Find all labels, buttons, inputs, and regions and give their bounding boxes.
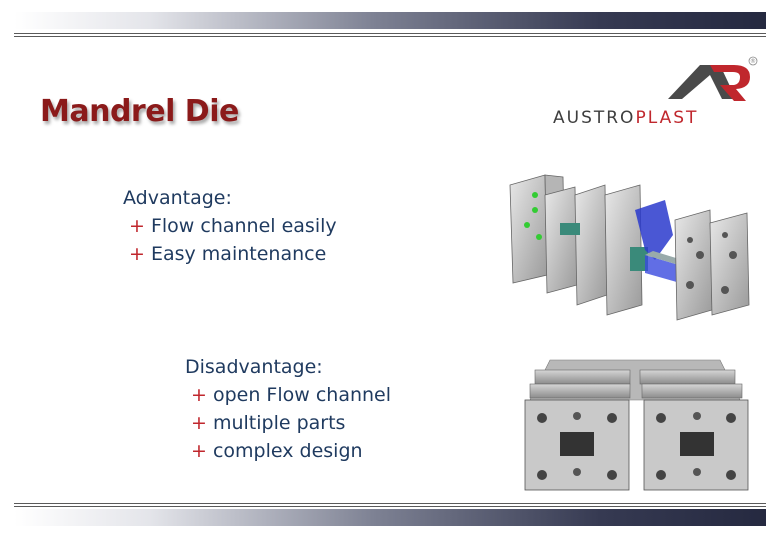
slide-title: Mandrel Die <box>40 94 239 129</box>
disadvantage-item-text: open Flow channel <box>212 384 392 406</box>
advantage-item-text: Flow channel easily <box>150 215 337 237</box>
top-rule-2 <box>14 36 766 37</box>
disadvantage-item: + multiple parts <box>191 412 391 434</box>
disadvantage-heading: Disadvantage: <box>185 356 323 378</box>
bullet-plus: + <box>129 243 145 265</box>
disadvantage-item: + open Flow channel <box>191 384 391 406</box>
disadvantage-item: + complex design <box>191 440 391 462</box>
advantage-block: Advantage: + Flow channel easily + Easy … <box>123 187 337 271</box>
brand-wordmark: AUSTROPLAST <box>553 108 698 128</box>
austroplast-logo: ® <box>668 56 758 101</box>
bottom-rule-1 <box>14 503 766 504</box>
disadvantage-item-text: multiple parts <box>212 412 346 434</box>
advantage-item: + Flow channel easily <box>129 215 337 237</box>
assembled-dies-image <box>524 359 749 491</box>
bullet-plus: + <box>129 215 145 237</box>
disadvantage-item-text: complex design <box>212 440 363 462</box>
registered-mark: ® <box>750 58 756 65</box>
top-decor-band <box>14 12 766 29</box>
bottom-rule-2 <box>14 506 766 507</box>
brand-part-1: AUSTRO <box>553 108 636 128</box>
bullet-plus: + <box>191 412 207 434</box>
bullet-plus: + <box>191 384 207 406</box>
brand-part-2: PLAST <box>635 108 699 128</box>
disadvantage-block: Disadvantage: + open Flow channel + mult… <box>185 356 391 468</box>
bullet-plus: + <box>191 440 207 462</box>
advantage-item: + Easy maintenance <box>129 243 337 265</box>
logo-mark-icon <box>668 56 758 101</box>
advantage-item-text: Easy maintenance <box>150 243 327 265</box>
top-rule-1 <box>14 33 766 34</box>
bottom-decor-band <box>14 509 766 526</box>
exploded-die-image <box>509 174 750 321</box>
advantage-heading: Advantage: <box>123 187 232 209</box>
